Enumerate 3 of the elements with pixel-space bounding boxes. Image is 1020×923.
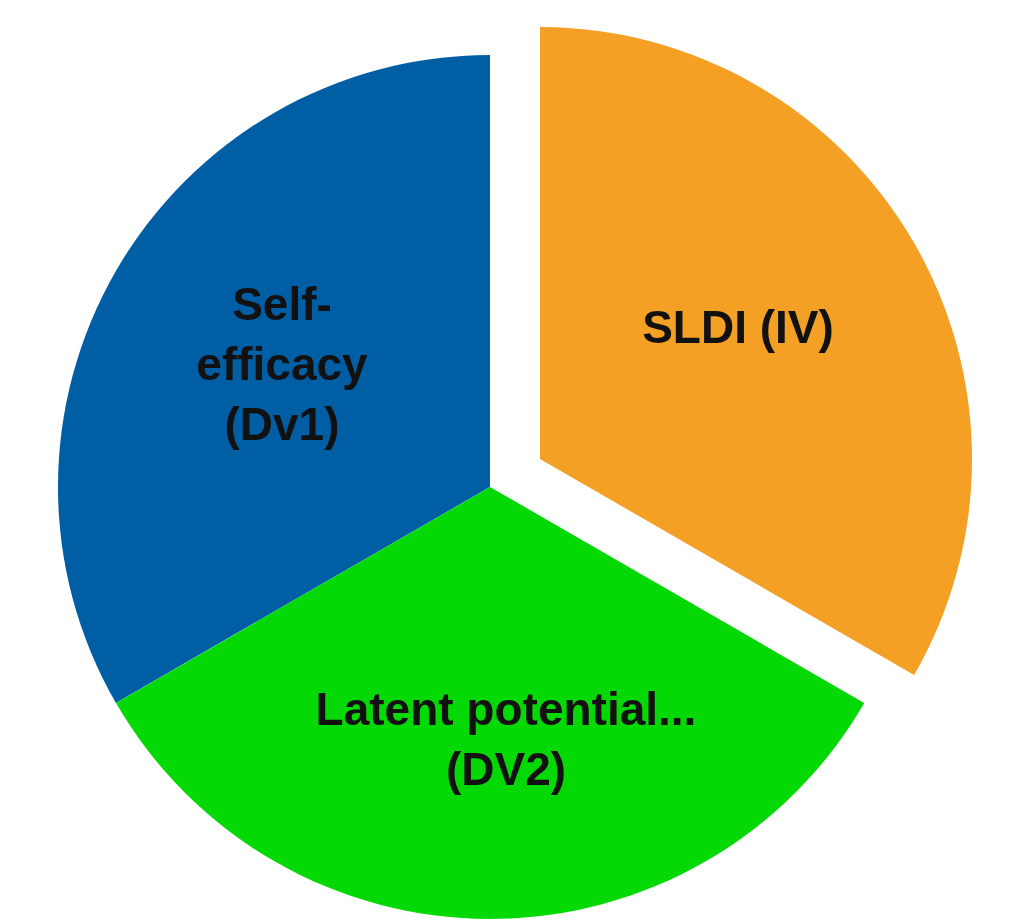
segment-label: Latent potential...(DV2)	[314, 682, 698, 797]
segment-label: SLDI (IV)	[641, 300, 835, 356]
segment-label: Self-efficacy (Dv1)	[195, 277, 369, 452]
